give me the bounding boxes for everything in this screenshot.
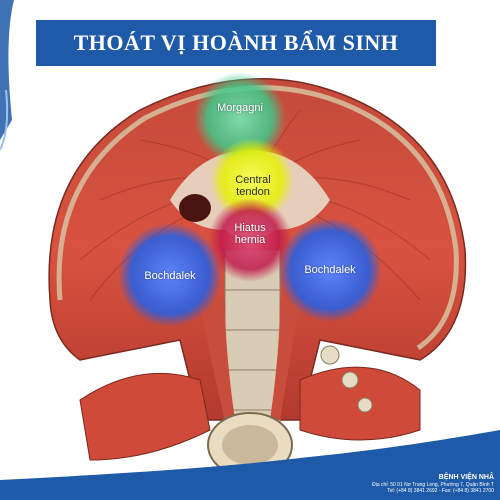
label-bochdalek-left: Bochdalek [135, 270, 205, 282]
label-central-line2: tendon [236, 186, 270, 198]
hospital-address: Địa chỉ: 50 01 Nơ Trang Long, Phường 7, … [372, 482, 494, 488]
label-hiatus-hernia: Hiatus hernia [215, 222, 285, 246]
label-central-line1: Central [235, 174, 271, 186]
label-morgagni-text: Morgagni [217, 102, 263, 114]
label-bochdalek-left-text: Bochdalek [144, 270, 196, 282]
title-bar: THOÁT VỊ HOÀNH BẨM SINH [36, 20, 436, 66]
bochdalek-right-highlight [278, 218, 382, 322]
left-decoration [0, 0, 14, 151]
hospital-name: BỆNH VIỆN NHÂ [438, 474, 494, 481]
footer: BỆNH VIỆN NHÂ Địa chỉ: 50 01 Nơ Trang Lo… [0, 456, 500, 500]
label-bochdalek-right-text: Bochdalek [304, 264, 356, 276]
hospital-phone: Tel: (+84 8) 3841 2692 - Fax: (+84 8) 38… [387, 488, 494, 494]
hiatus-hernia-highlight [208, 198, 292, 282]
label-morgagni: Morgagni [205, 102, 275, 114]
footer-wave [0, 430, 500, 500]
footer-text: BỆNH VIỆN NHÂ Địa chỉ: 50 01 Nơ Trang Lo… [304, 473, 494, 494]
caval-opening [179, 194, 211, 222]
page-title: THOÁT VỊ HOÀNH BẨM SINH [73, 30, 399, 55]
label-bochdalek-right: Bochdalek [295, 264, 365, 276]
bochdalek-left-highlight [118, 223, 222, 327]
label-hiatus-line1: Hiatus [234, 222, 266, 234]
label-central-tendon: Central tendon [218, 174, 288, 198]
label-hiatus-line2: hernia [234, 234, 266, 246]
central-tendon-highlight [210, 138, 294, 222]
